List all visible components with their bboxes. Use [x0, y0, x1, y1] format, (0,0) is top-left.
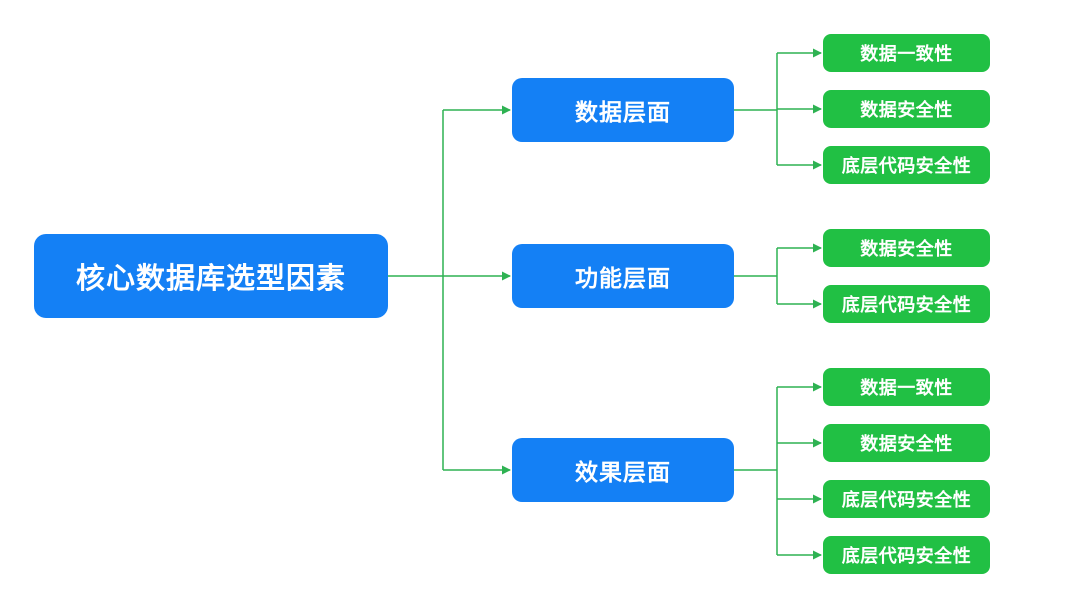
- leaf-data-security: 数据安全性: [823, 90, 990, 128]
- leaf-code-security: 底层代码安全性: [823, 536, 990, 574]
- leaf-code-security: 底层代码安全性: [823, 146, 990, 184]
- branch-function-layer: 功能层面: [512, 244, 734, 308]
- leaf-data-security: 数据安全性: [823, 229, 990, 267]
- root-node: 核心数据库选型因素: [34, 234, 388, 318]
- branch-data-layer: 数据层面: [512, 78, 734, 142]
- leaf-data-consistency: 数据一致性: [823, 368, 990, 406]
- leaf-code-security: 底层代码安全性: [823, 285, 990, 323]
- leaf-data-security: 数据安全性: [823, 424, 990, 462]
- leaf-code-security: 底层代码安全性: [823, 480, 990, 518]
- leaf-data-consistency: 数据一致性: [823, 34, 990, 72]
- branch-effect-layer: 效果层面: [512, 438, 734, 502]
